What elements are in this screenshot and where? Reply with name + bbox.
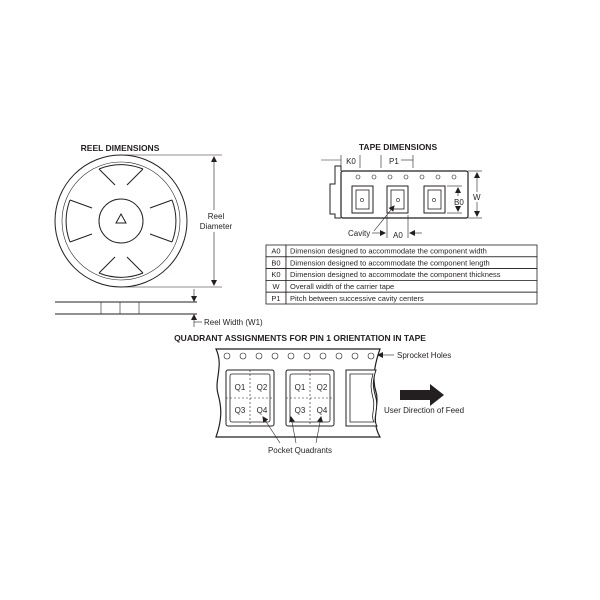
cavity-label: Cavity [348,229,370,238]
legend-code: A0 [271,247,280,256]
b0-label: B0 [454,198,464,207]
w-label: W [473,193,481,202]
legend-code: P1 [271,294,280,303]
legend-row: P1 Pitch between successive cavity center… [265,291,538,305]
tape-side-profile [321,159,342,219]
reel-hub-triangle-icon [115,212,127,224]
tape-title: TAPE DIMENSIONS [359,142,438,152]
reel-width-label: Reel Width (W1) [204,318,263,327]
reel-diameter-label-line2: Diameter [200,222,233,231]
reel-front-view [54,154,188,288]
pocket2-q2-label: Q2 [317,383,328,392]
reel-hub [98,198,144,244]
reel-diameter-label-line1: Reel [208,212,225,221]
tape-sprocket-holes [355,174,457,180]
tape-right-dimensions: B0 W [447,170,482,219]
legend-description: Dimension designed to accommodate the co… [290,270,501,279]
reel-inner-rim [61,161,181,281]
tape-section: TAPE DIMENSIONS K0 P1 [321,142,482,240]
tape-top-dimensions: K0 P1 [340,155,414,168]
tape-bottom-dimensions: Cavity A0 [348,205,422,240]
p1-label: P1 [389,157,399,166]
quadrant-sprocket-holes [223,352,375,360]
tape-pocket-3 [423,185,446,214]
legend-row: B0 Dimension designed to accommodate the … [265,256,538,269]
quadrant-title: QUADRANT ASSIGNMENTS FOR PIN 1 ORIENTATI… [174,333,426,343]
pocket1-q4-label: Q4 [257,406,268,415]
feed-direction-arrow-icon [400,384,444,406]
legend-description: Overall width of the carrier tape [290,282,394,291]
legend-description: Dimension designed to accommodate the co… [290,247,487,256]
pocket-quadrants-pointers [262,416,324,444]
a0-label: A0 [393,231,403,240]
quadrant-pocket-1: Q1 Q2 Q3 Q4 [225,369,275,427]
quadrant-pocket-3-partial [345,369,378,427]
legend-code: K0 [271,270,280,279]
pocket2-q3-label: Q3 [295,406,306,415]
pocket2-q4-label: Q4 [317,406,328,415]
carrier-tape [340,170,469,219]
quadrant-pocket-2: Q1 Q2 Q3 Q4 [285,369,335,427]
reel-spokes [65,164,177,278]
reel-section: REEL DIMENSIONS [54,143,263,327]
pocket1-q2-label: Q2 [257,383,268,392]
legend-row: W Overall width of the carrier tape [265,279,538,293]
feed-direction-label: User Direction of Feed [384,406,464,415]
reel-diameter-dimension: Reel Diameter [125,154,233,288]
legend-row: A0 Dimension designed to accommodate the … [265,244,538,258]
pocket-quadrants-label: Pocket Quadrants [268,446,332,455]
reel-width-dimension: Reel Width (W1) [191,289,263,327]
legend-code: B0 [271,258,280,267]
k0-label: K0 [346,157,356,166]
pocket2-q1-label: Q1 [295,383,306,392]
legend-code: W [272,282,280,291]
pocket1-q1-label: Q1 [235,383,246,392]
legend-row: K0 Dimension designed to accommodate the … [265,268,538,281]
sprocket-holes-label: Sprocket Holes [397,351,451,360]
reel-title: REEL DIMENSIONS [81,143,160,153]
tape-pocket-2 [386,185,409,214]
quadrant-section: QUADRANT ASSIGNMENTS FOR PIN 1 ORIENTATI… [174,333,464,455]
reel-outer-rim [54,154,188,288]
quadrant-tape: Q1 Q2 Q3 Q4 Q1 Q2 Q3 Q4 [215,348,382,438]
legend-description-cell [285,291,538,305]
legend-description: Pitch between successive cavity centers [290,294,424,303]
reel-side-view [55,301,197,315]
pocket1-q3-label: Q3 [235,406,246,415]
tape-pocket-1 [351,185,374,214]
legend-description: Dimension designed to accommodate the co… [290,258,490,267]
